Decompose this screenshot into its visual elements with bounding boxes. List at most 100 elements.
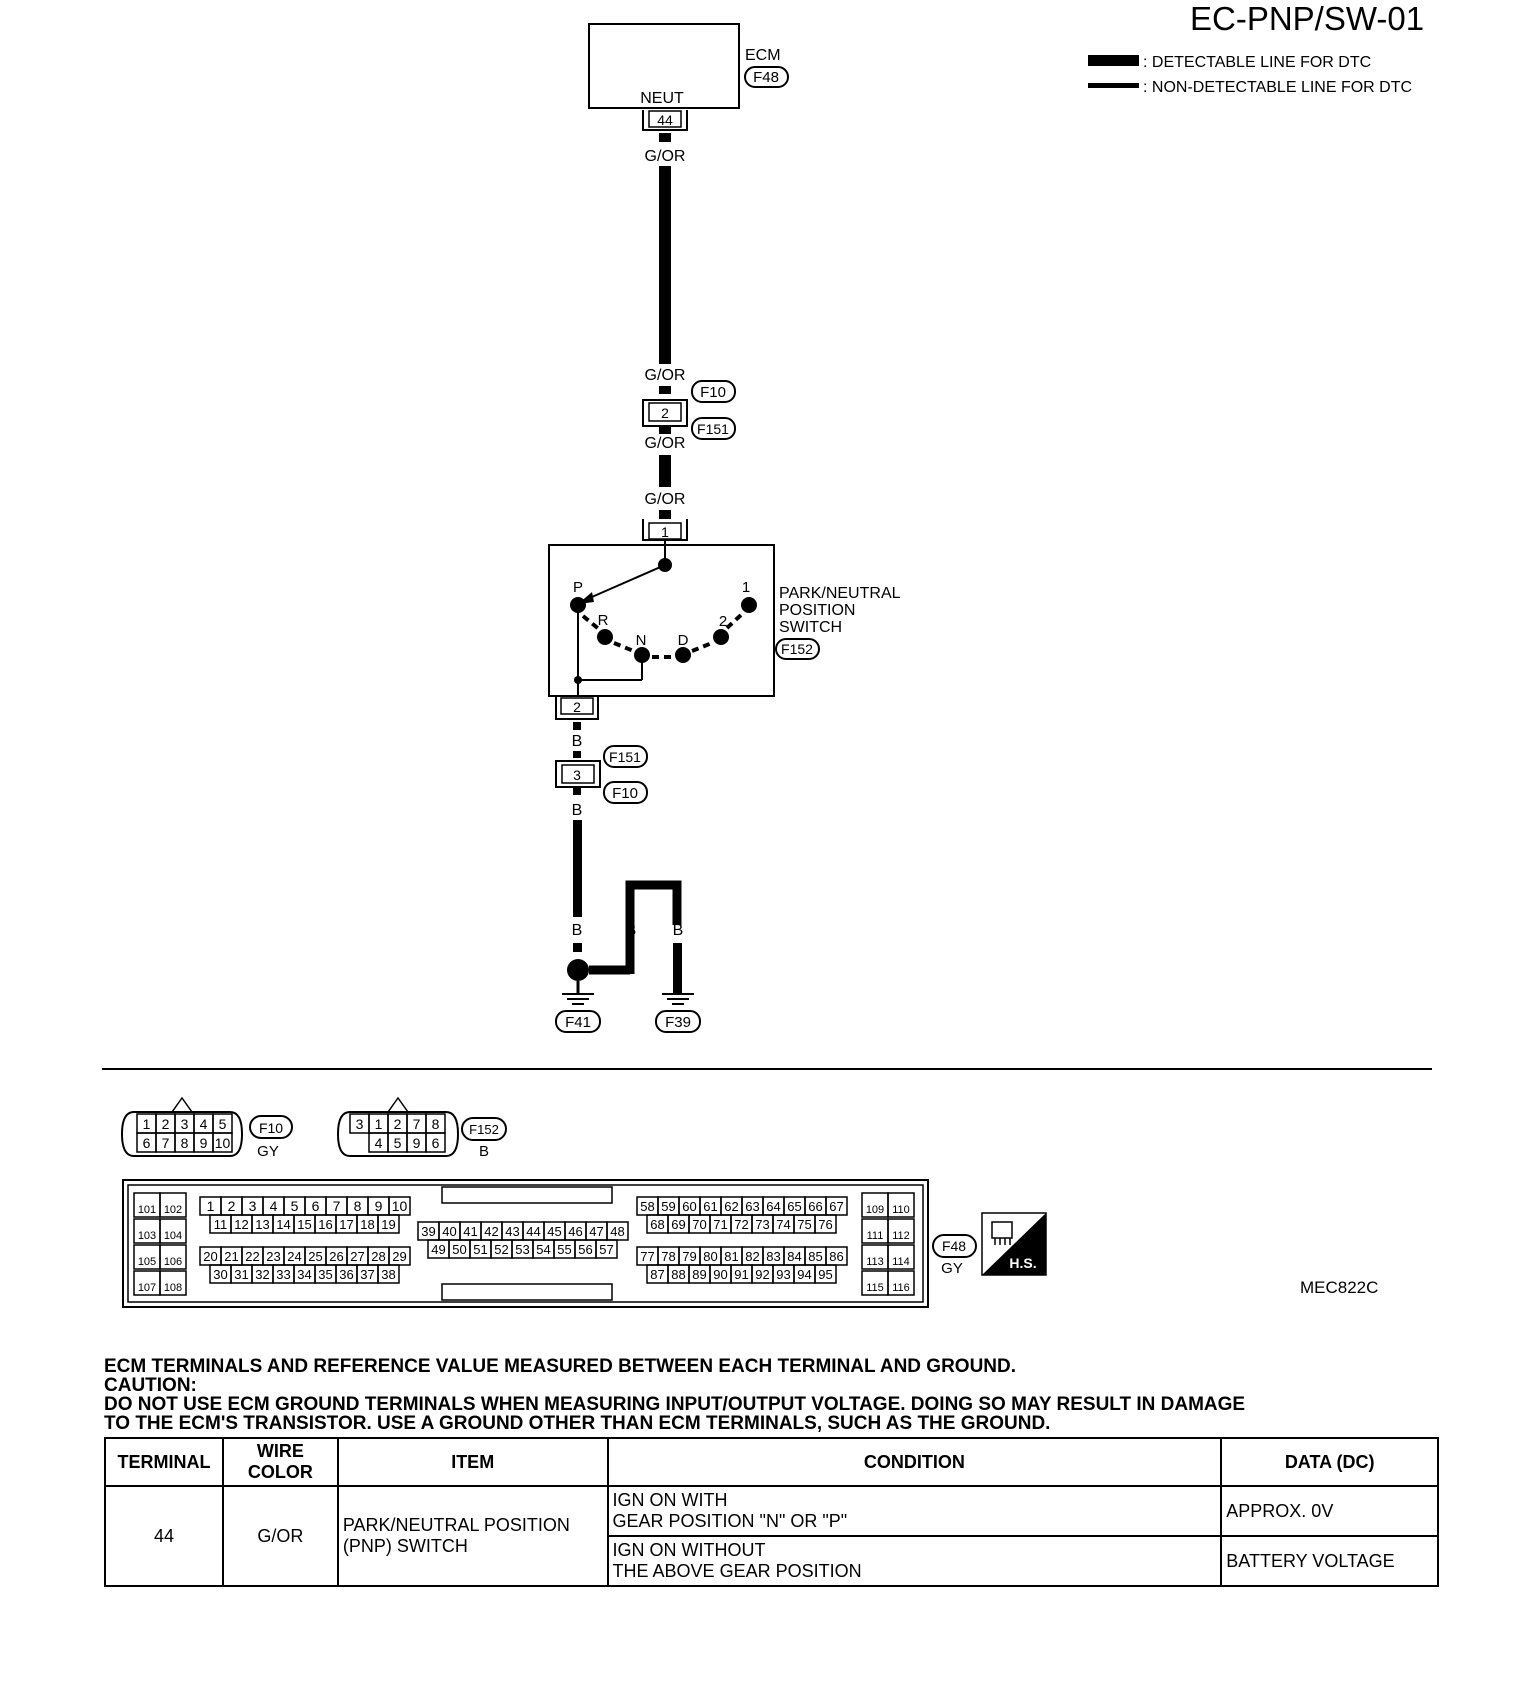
switch-pos-p: P	[573, 579, 583, 596]
pin-50: 50	[452, 1242, 466, 1257]
pin-4: 4	[200, 1116, 208, 1132]
pin-109: 109	[866, 1204, 884, 1216]
notes-line-3: DO NOT USE ECM GROUND TERMINALS WHEN MEA…	[104, 1394, 1246, 1415]
wire-label-b1: B	[572, 733, 583, 750]
col-data: DATA (DC)	[1220, 1437, 1439, 1487]
notes-line-4: TO THE ECM'S TRANSISTOR. USE A GROUND OT…	[104, 1413, 1051, 1434]
pin-114: 114	[892, 1256, 910, 1268]
col-wire-color: WIRE COLOR	[221, 1437, 339, 1487]
pin-37: 37	[360, 1267, 374, 1282]
pin-113: 113	[866, 1256, 884, 1268]
pin-82: 82	[745, 1249, 759, 1264]
pin-19: 19	[381, 1217, 395, 1232]
switch-label-2: POSITION	[779, 602, 855, 619]
pin-32: 32	[255, 1267, 269, 1282]
pin-44: 44	[526, 1224, 540, 1239]
wire-label-f10: G/OR	[645, 367, 686, 384]
ecm-pin-name: NEUT	[640, 90, 684, 107]
notes-caution: CAUTION:	[104, 1375, 197, 1396]
pin-14: 14	[276, 1217, 290, 1232]
pin-63: 63	[745, 1199, 759, 1214]
pin-54: 54	[536, 1242, 550, 1257]
pin-87: 87	[650, 1267, 664, 1282]
ecm-connector-id: F48	[753, 69, 779, 86]
pin-43: 43	[505, 1224, 519, 1239]
col-terminal: TERMINAL	[104, 1437, 224, 1487]
connector-f10-color: GY	[257, 1143, 279, 1160]
cell-data: BATTERY VOLTAGE	[1220, 1535, 1439, 1587]
joint2-connector-a: F151	[609, 749, 641, 765]
cell-condition: IGN ON WITH GEAR POSITION "N" OR "P"	[606, 1485, 1223, 1537]
pin-48: 48	[610, 1224, 624, 1239]
pin-90: 90	[713, 1267, 727, 1282]
pin-13: 13	[255, 1217, 269, 1232]
joint2-connector-b: F10	[612, 785, 638, 802]
pin-65: 65	[787, 1199, 801, 1214]
pin-16: 16	[318, 1217, 332, 1232]
ground-symbol-f39: F39	[655, 993, 701, 1033]
svg-text:H.S.: H.S.	[1009, 1255, 1036, 1271]
pin-21: 21	[224, 1249, 238, 1264]
pin-83: 83	[766, 1249, 780, 1264]
switch-pos-d: D	[678, 632, 689, 649]
pin-74: 74	[776, 1217, 790, 1232]
pin-51: 51	[473, 1242, 487, 1257]
pin-9: 9	[413, 1135, 421, 1151]
pin-102: 102	[164, 1204, 182, 1216]
legend-non-detectable-label: : NON-DETECTABLE LINE FOR DTC	[1143, 79, 1412, 96]
pin-31: 31	[234, 1267, 248, 1282]
pin-4: 4	[375, 1135, 383, 1151]
pin-29: 29	[392, 1249, 406, 1264]
pin-70: 70	[692, 1217, 706, 1232]
pin-2: 2	[228, 1198, 236, 1214]
cell-condition: IGN ON WITHOUT THE ABOVE GEAR POSITION	[606, 1535, 1223, 1587]
pin-34: 34	[297, 1267, 311, 1282]
pin-101: 101	[138, 1204, 156, 1216]
switch-terminal-1: 1	[642, 519, 688, 541]
pin-95: 95	[818, 1267, 832, 1282]
pin-6: 6	[432, 1135, 440, 1151]
pin-107: 107	[138, 1282, 156, 1294]
joint-connector-f10-f151: 2 F10 F151	[642, 380, 736, 440]
pin-25: 25	[308, 1249, 322, 1264]
pin-8: 8	[181, 1135, 189, 1151]
pin-88: 88	[671, 1267, 685, 1282]
wire-b-main	[573, 820, 582, 917]
pin-11: 11	[214, 1217, 228, 1232]
table-row: 44 G/OR PARK/NEUTRAL POSITION (PNP) SWIT…	[104, 1485, 1439, 1587]
pin-47: 47	[589, 1224, 603, 1239]
wire-label-b2: B	[572, 802, 583, 819]
pin-30: 30	[213, 1267, 227, 1282]
ecm-notes: ECM TERMINALS AND REFERENCE VALUE MEASUR…	[104, 1357, 1245, 1433]
cell-wire-color: G/OR	[221, 1485, 339, 1587]
pin-86: 86	[829, 1249, 843, 1264]
pin-39: 39	[421, 1224, 435, 1239]
diagram-title: EC-PNP/SW-01	[1190, 0, 1424, 37]
wire-label-b3: B	[572, 922, 583, 939]
pin-67: 67	[829, 1199, 843, 1214]
pin-57: 57	[599, 1242, 613, 1257]
pin-1: 1	[375, 1116, 383, 1132]
switch-pos-2: 2	[719, 613, 727, 630]
switch-pos-n: N	[636, 632, 647, 649]
pin-22: 22	[245, 1249, 259, 1264]
ecm-terminal-table: TERMINAL WIRE COLOR ITEM CONDITION DATA …	[104, 1437, 1439, 1587]
legend-detectable-label: : DETECTABLE LINE FOR DTC	[1143, 54, 1371, 71]
switch-label-1: PARK/NEUTRAL	[779, 585, 901, 602]
ground-splice-dot	[567, 959, 589, 981]
pin-26: 26	[329, 1249, 343, 1264]
pin-18: 18	[360, 1217, 374, 1232]
notes-line-1: ECM TERMINALS AND REFERENCE VALUE MEASUR…	[104, 1356, 1017, 1377]
pin-35: 35	[318, 1267, 332, 1282]
pin-58: 58	[640, 1199, 654, 1214]
ecm-terminal-44: 44	[642, 110, 688, 131]
svg-text:44: 44	[657, 112, 673, 128]
legend-non-detectable-swatch	[1088, 83, 1139, 88]
switch-pos-1: 1	[742, 579, 750, 596]
wire-label-b4: B	[626, 922, 637, 939]
pin-66: 66	[808, 1199, 822, 1214]
pin-106: 106	[164, 1256, 182, 1268]
connector-f152-color: B	[479, 1143, 489, 1160]
pin-24: 24	[287, 1249, 301, 1264]
